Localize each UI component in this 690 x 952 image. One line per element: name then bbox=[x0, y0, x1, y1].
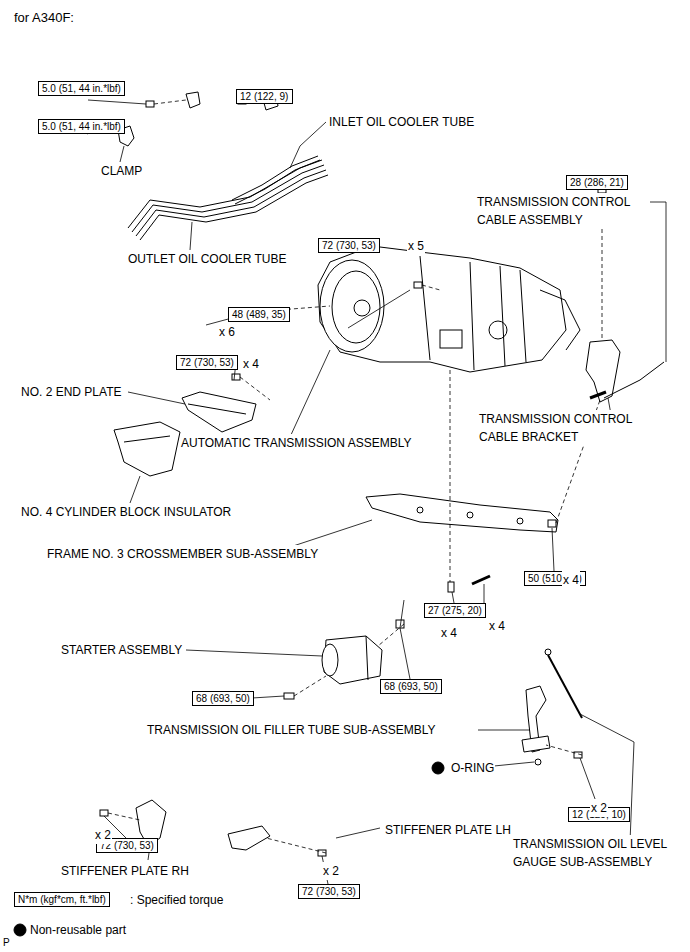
torque-value: 72 (730, 53) bbox=[302, 886, 356, 897]
control-cable bbox=[604, 362, 664, 398]
torque-value: 5.0 (51, 44 in.*lbf) bbox=[42, 83, 121, 94]
bolt bbox=[232, 374, 240, 380]
quantity-mark: x 5 bbox=[407, 237, 425, 255]
torque-value: 68 (693, 50) bbox=[384, 681, 438, 692]
legend-entry: Non-reusable part bbox=[30, 922, 126, 938]
torque-box: 72 (730, 53) bbox=[298, 884, 360, 899]
quantity-mark: x 2 bbox=[94, 826, 112, 844]
part-name: OUTLET OIL COOLER TUBE bbox=[127, 250, 287, 268]
part-name: TRANSMISSION OIL FILLER TUBE SUB-ASSEMBL… bbox=[146, 721, 437, 739]
torque-box: 48 (489, 35) bbox=[228, 307, 290, 322]
gauge-handle bbox=[545, 649, 551, 655]
torque-value: 68 (693, 50) bbox=[196, 693, 250, 704]
transmission bbox=[318, 246, 580, 372]
nut bbox=[548, 520, 556, 527]
bolt bbox=[284, 693, 294, 699]
torque-box: 12 (122, 9) bbox=[236, 89, 293, 104]
part-name: CLAMP bbox=[100, 162, 143, 180]
torque-box: 72 (730, 53) bbox=[318, 238, 380, 253]
part-name: TRANSMISSION CONTROL CABLE BRACKET bbox=[478, 410, 648, 446]
part-name: STIFFENER PLATE RH bbox=[60, 862, 190, 880]
illustration bbox=[14, 92, 664, 936]
quantity-mark: x 4 bbox=[440, 624, 458, 642]
crossmember bbox=[366, 494, 558, 532]
part-name: INLET OIL COOLER TUBE bbox=[328, 113, 475, 131]
diagram-title: for A340F: bbox=[14, 9, 74, 27]
quantity-mark: x 6 bbox=[218, 323, 236, 341]
torque-value: 28 (286, 21) bbox=[570, 177, 624, 188]
torque-value: 72 (730, 53) bbox=[322, 240, 376, 251]
part-name: FRAME NO. 3 CROSSMEMBER SUB-ASSEMBLY bbox=[46, 545, 319, 563]
part-name: STARTER ASSEMBLY bbox=[60, 641, 183, 659]
stiffener-lh bbox=[228, 826, 270, 850]
torque-value: 5.0 (51, 44 in.*lbf) bbox=[42, 121, 121, 132]
legend-entry: : Specified torque bbox=[130, 892, 223, 908]
part-name: NO. 2 END PLATE bbox=[20, 383, 122, 401]
torque-box: 68 (693, 50) bbox=[380, 679, 442, 694]
torque-value: N*m (kgf*cm, ft.*lbf) bbox=[18, 894, 106, 905]
o-ring bbox=[535, 759, 541, 765]
part-name: TRANSMISSION OIL LEVEL GAUGE SUB-ASSEMBL… bbox=[512, 835, 686, 871]
non-reusable-mark bbox=[14, 924, 26, 936]
part-name: NO. 4 CYLINDER BLOCK INSULATOR bbox=[20, 503, 232, 521]
torque-value: 48 (489, 35) bbox=[232, 309, 286, 320]
torque-box: 28 (286, 21) bbox=[566, 175, 628, 190]
bolt bbox=[100, 810, 108, 816]
quantity-mark: x 4 bbox=[488, 617, 506, 635]
torque-value: 72 (730, 53) bbox=[180, 357, 234, 368]
quantity-mark: x 2 bbox=[590, 799, 608, 817]
part-name: TRANSMISSION CONTROL CABLE ASSEMBLY bbox=[476, 193, 650, 229]
torque-box: 68 (693, 50) bbox=[192, 691, 254, 706]
torque-box: 72 (730, 53) bbox=[176, 355, 238, 370]
part-name: O-RING bbox=[450, 759, 495, 777]
quantity-mark: x 4 bbox=[562, 571, 580, 589]
end-plate bbox=[182, 392, 256, 432]
torque-value: 12 (122, 9) bbox=[240, 91, 288, 102]
non-reusable-mark bbox=[432, 762, 444, 774]
leader-lines bbox=[70, 100, 666, 884]
torque-box: 27 (275, 20) bbox=[424, 603, 486, 618]
part-name: AUTOMATIC TRANSMISSION ASSEMBLY bbox=[180, 434, 413, 452]
part-name: STIFFENER PLATE LH bbox=[384, 821, 512, 839]
bolt bbox=[414, 282, 422, 288]
insulator-edge bbox=[124, 436, 170, 442]
bolt bbox=[448, 582, 454, 592]
gauge bbox=[548, 655, 582, 718]
torque-value: 27 (275, 20) bbox=[428, 605, 482, 616]
torque-box: 5.0 (51, 44 in.*lbf) bbox=[38, 119, 125, 134]
bolt bbox=[472, 576, 490, 584]
quantity-mark: x 4 bbox=[242, 355, 260, 373]
end-plate-rib bbox=[188, 404, 246, 414]
oil-cooler-tubes bbox=[128, 156, 328, 240]
starter bbox=[322, 636, 382, 684]
clamp bbox=[186, 92, 200, 108]
insulator bbox=[114, 422, 180, 476]
bolt bbox=[146, 101, 154, 107]
torque-box: 5.0 (51, 44 in.*lbf) bbox=[38, 81, 125, 96]
quantity-mark: x 2 bbox=[322, 862, 340, 880]
cable-end bbox=[590, 392, 606, 398]
page-code: P bbox=[2, 934, 11, 952]
unit-box: N*m (kgf*cm, ft.*lbf) bbox=[14, 892, 110, 907]
